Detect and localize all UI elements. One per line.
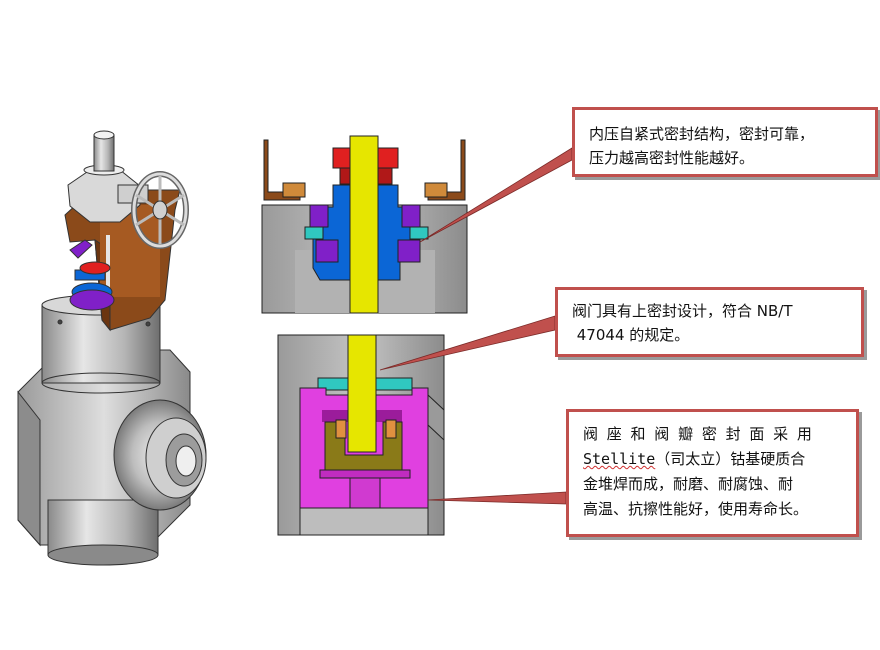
callout-stellite-seat: 阀 座 和 阀 瓣 密 封 面 采 用 Stellite（司太立）钴基硬质合 金… (566, 409, 859, 537)
handwheel-icon (131, 171, 189, 249)
callout-text: 高温、抗擦性能好，使用寿命长。 (583, 500, 809, 518)
callout-text: 压力越高密封性能越好。 (589, 149, 755, 167)
callout-back-seat: 阀门具有上密封设计，符合 NB/T 47044 的规定。 (555, 287, 864, 357)
leader-bottom (427, 491, 567, 505)
callout-text: 47044 的规定。 (572, 326, 690, 344)
callout-text: 内压自紧式密封结构，密封可靠， (589, 125, 815, 143)
callout-text: （司太立）钴基硬质合 (655, 450, 806, 468)
stellite-word: Stellite (583, 450, 656, 468)
callout-text: 阀门具有上密封设计，符合 NB/T (572, 302, 793, 320)
valve-3d-view (17, 130, 207, 566)
upper-section-view (261, 135, 468, 314)
callout-text: 金堆焊而成，耐磨、耐腐蚀、耐 (583, 475, 794, 493)
lower-section-view (277, 334, 445, 536)
callout-pressure-seal: 内压自紧式密封结构，密封可靠， 压力越高密封性能越好。 (572, 107, 878, 177)
callout-text: 阀 座 和 阀 瓣 密 封 面 采 用 (583, 425, 814, 443)
callout-text: Stellite（司太立）钴基硬质合 (583, 447, 842, 472)
